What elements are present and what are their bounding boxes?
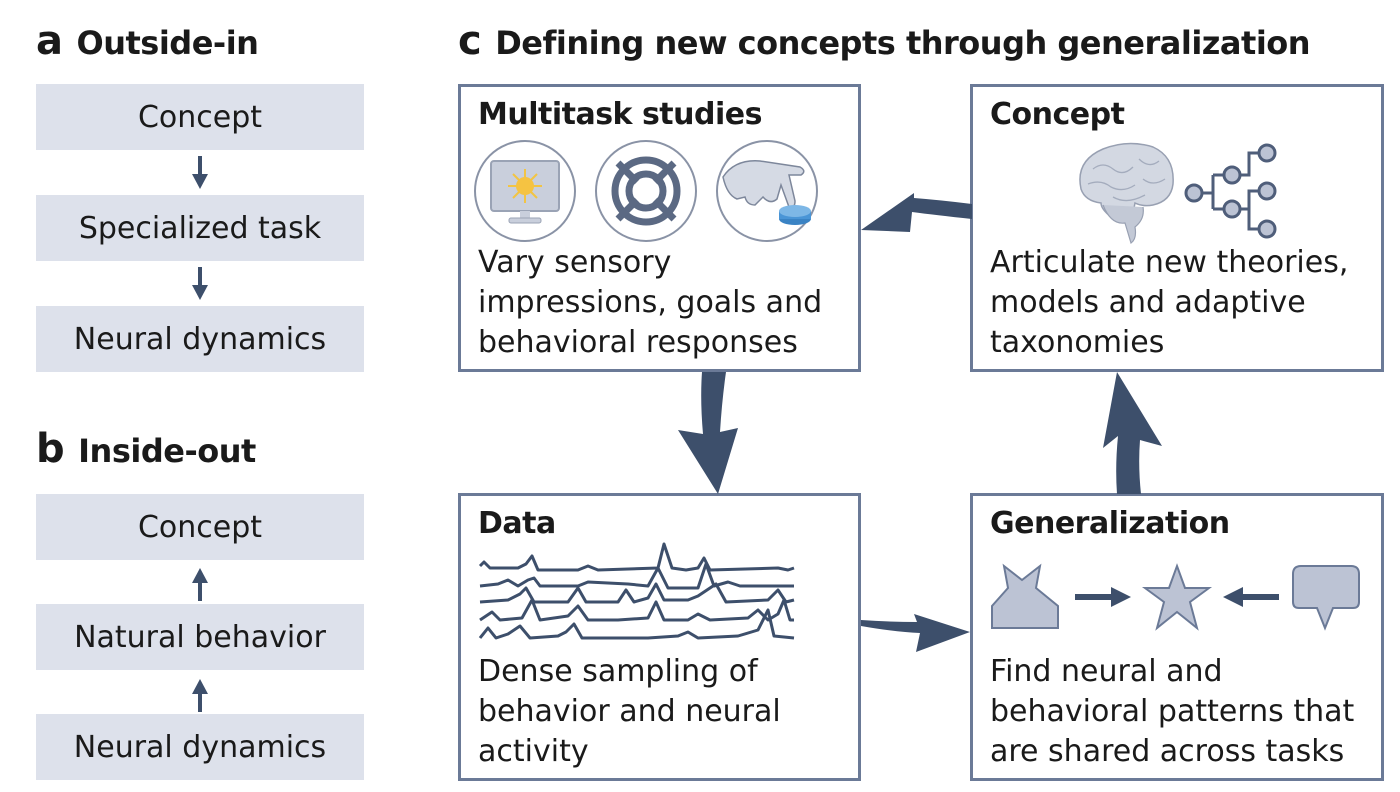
panel-b-heading: b Inside-out (36, 426, 256, 472)
monitor-sun-icon (474, 140, 576, 242)
inside-out-step-neural: Neural dynamics (36, 714, 364, 780)
arrow-data-to-generalization (861, 614, 970, 652)
outside-in-step-concept: Concept (36, 84, 364, 150)
data-title: Data (478, 506, 556, 541)
inside-out-step-behavior: Natural behavior (36, 604, 364, 670)
concept-description: Articulate new theories, models and adap… (990, 245, 1349, 360)
up-arrow-icon (192, 568, 208, 601)
crosshair-target-icon (595, 140, 697, 242)
arrow-generalization-to-concept (1103, 372, 1162, 494)
generalization-description: Find neural and behavioral patterns that… (990, 654, 1355, 769)
generalization-title: Generalization (990, 506, 1230, 541)
inside-out-step-concept: Concept (36, 494, 364, 560)
up-arrow-icon (192, 679, 208, 712)
arrow-concept-to-multitask (861, 193, 972, 232)
multitask-studies-box: Multitask studies Vary sensory impressio… (458, 84, 861, 372)
data-description: Dense sampling of behavior and neural ac… (478, 654, 781, 769)
panel-a-letter: a (36, 18, 63, 64)
multitask-title: Multitask studies (478, 97, 762, 132)
hierarchy-tree-icon (1184, 143, 1277, 239)
arrow-multitask-to-data (678, 372, 738, 494)
brain-icon (1079, 142, 1174, 244)
down-arrow-icon (192, 267, 208, 300)
data-box: Data Dense sampling of behavior and neur… (458, 493, 861, 781)
panel-a-heading: a Outside-in (36, 18, 259, 64)
concept-box: Concept Articulate new theories, models … (970, 84, 1384, 372)
panel-a-title: Outside-in (76, 24, 259, 62)
multitask-description: Vary sensory impressions, goals and beha… (478, 245, 823, 360)
panel-c-letter: c (458, 18, 482, 64)
panel-c-title: Defining new concepts through generaliza… (495, 24, 1311, 62)
panel-b-title: Inside-out (78, 432, 256, 470)
left-arrow-icon (1223, 587, 1279, 607)
outside-in-step-neural: Neural dynamics (36, 306, 364, 372)
right-arrow-icon (1075, 587, 1131, 607)
speech-bubble-icon (1292, 565, 1360, 631)
finger-press-button-icon (716, 140, 818, 242)
panel-b-letter: b (36, 426, 65, 472)
star-icon (1141, 563, 1213, 631)
composite-shape-icon (991, 563, 1059, 629)
concept-title: Concept (990, 97, 1125, 132)
panel-c-heading: c Defining new concepts through generaliz… (458, 18, 1311, 64)
down-arrow-icon (192, 156, 208, 189)
outside-in-step-task: Specialized task (36, 195, 364, 261)
generalization-box: Generalization Find neural and behaviora… (970, 493, 1384, 781)
neural-traces-icon (478, 542, 795, 640)
